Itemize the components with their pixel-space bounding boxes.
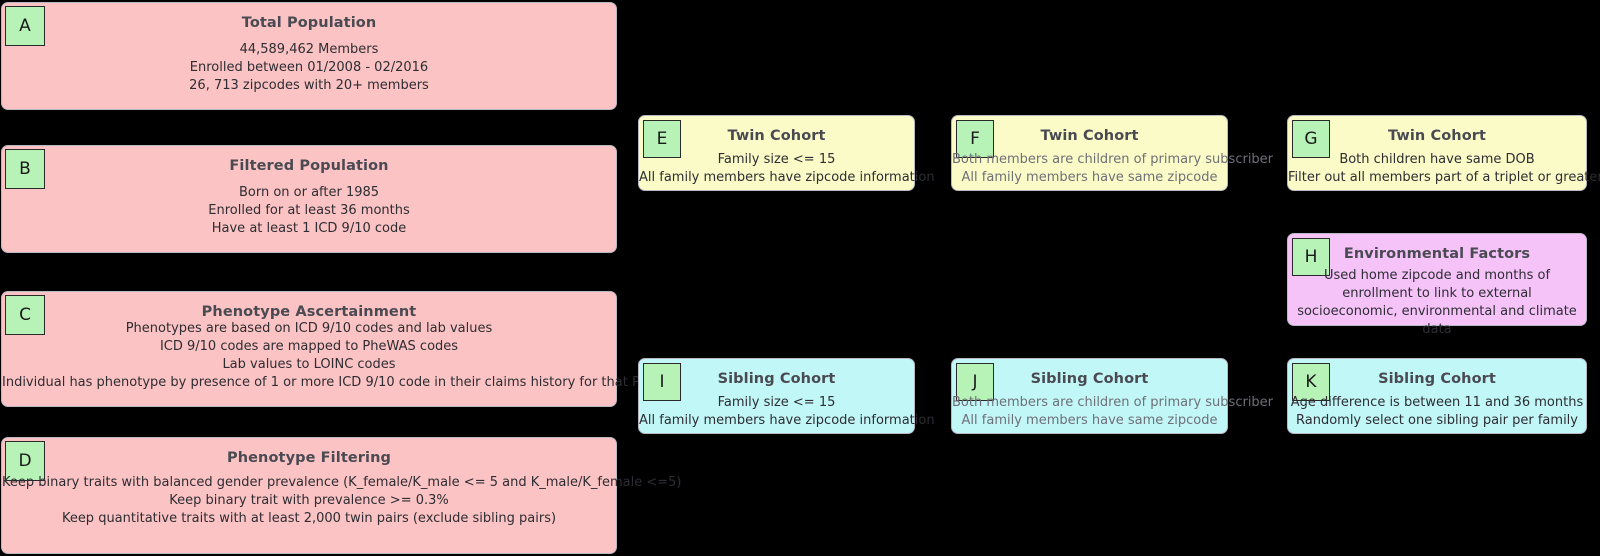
- panel-j-line-1: Both members are children of primary sub…: [952, 395, 1274, 410]
- panel-c-line-2: ICD 9/10 codes are mapped to PheWAS code…: [159, 339, 459, 354]
- panel-badge-i: I: [643, 363, 681, 401]
- panel-g-title: Twin Cohort: [1387, 128, 1487, 144]
- panel-g-body: Both children have same DOB Filter out a…: [1288, 151, 1600, 187]
- panel-j-line-2: All family members have same zipcode: [961, 413, 1218, 428]
- panel-c-line-1: Phenotypes are based on ICD 9/10 codes a…: [125, 321, 493, 336]
- panel-h-line-1: Used home zipcode and months of enrollme…: [1297, 268, 1577, 337]
- panel-k-body: Age difference is between 11 and 36 mont…: [1288, 394, 1586, 430]
- panel-d-title: Phenotype Filtering: [226, 450, 392, 466]
- panel-i-line-1: Family size <= 15: [717, 395, 836, 410]
- panel-badge-k: K: [1292, 363, 1330, 401]
- panel-a-title: Total Population: [241, 15, 377, 31]
- panel-g-line-1: Both children have same DOB: [1339, 152, 1535, 167]
- panel-badge-g: G: [1292, 120, 1330, 158]
- panel-c-line-4: Individual has phenotype by presence of …: [2, 375, 721, 390]
- panel-badge-d: D: [5, 441, 45, 481]
- panel-k-sibling-cohort[interactable]: K Sibling Cohort Age difference is betwe…: [1287, 358, 1587, 434]
- panel-f-line-2: All family members have same zipcode: [961, 170, 1218, 185]
- panel-i-line-2: All family members have zipcode informat…: [639, 413, 935, 428]
- panel-badge-c: C: [5, 295, 45, 335]
- panel-a-line-3: 26, 713 zipcodes with 20+ members: [189, 78, 429, 93]
- panel-d-body: Keep binary traits with balanced gender …: [2, 474, 682, 528]
- panel-j-sibling-cohort[interactable]: J Sibling Cohort Both members are childr…: [951, 358, 1274, 434]
- panel-j-body: Both members are children of primary sub…: [952, 394, 1274, 430]
- panel-badge-f: F: [956, 120, 994, 158]
- panel-h-environmental-factors[interactable]: H Environmental Factors Used home zipcod…: [1287, 233, 1587, 337]
- panel-k-title: Sibling Cohort: [1378, 371, 1496, 387]
- panel-a-line-2: Enrolled between 01/2008 - 02/2016: [189, 60, 429, 75]
- panel-d-line-1: Keep binary traits with balanced gender …: [2, 475, 682, 490]
- panel-badge-b: B: [5, 149, 45, 189]
- panel-e-line-2: All family members have zipcode informat…: [639, 170, 935, 185]
- panel-a-body: 44,589,462 Members Enrolled between 01/2…: [2, 41, 616, 95]
- panel-c-title: Phenotype Ascertainment: [201, 304, 417, 320]
- panel-c-line-3: Lab values to LOINC codes: [222, 357, 396, 372]
- panel-e-line-1: Family size <= 15: [717, 152, 836, 167]
- panel-k-line-2: Randomly select one sibling pair per fam…: [1296, 413, 1578, 428]
- panel-i-title: Sibling Cohort: [717, 371, 836, 387]
- panel-h-title: Environmental Factors: [1343, 246, 1531, 262]
- panel-d-line-2: Keep binary trait with prevalence >= 0.3…: [169, 493, 449, 508]
- panel-e-title: Twin Cohort: [727, 128, 826, 144]
- panel-h-body: Used home zipcode and months of enrollme…: [1296, 267, 1578, 339]
- panel-d-phenotype-filtering[interactable]: D Phenotype Filtering Keep binary traits…: [1, 437, 682, 554]
- panel-a-line-1: 44,589,462 Members: [239, 42, 379, 57]
- panel-k-line-1: Age difference is between 11 and 36 mont…: [1290, 395, 1584, 410]
- panel-badge-j: J: [956, 363, 994, 401]
- panel-f-line-1: Both members are children of primary sub…: [952, 152, 1274, 167]
- panel-g-line-2: Filter out all members part of a triplet…: [1288, 170, 1600, 185]
- panel-e-body: Family size <= 15 All family members hav…: [639, 151, 935, 187]
- panel-badge-e: E: [643, 120, 681, 158]
- panel-b-line-3: Have at least 1 ICD 9/10 code: [211, 221, 407, 236]
- panel-f-title: Twin Cohort: [1040, 128, 1139, 144]
- panel-b-title: Filtered Population: [229, 158, 389, 174]
- panel-c-phenotype-ascertainment[interactable]: C Phenotype Ascertainment Phenotypes are…: [1, 291, 721, 407]
- panel-a-total-population[interactable]: A Total Population 44,589,462 Members En…: [1, 2, 617, 110]
- panel-i-body: Family size <= 15 All family members hav…: [639, 394, 935, 430]
- panel-j-title: Sibling Cohort: [1030, 371, 1149, 387]
- panel-b-line-1: Born on or after 1985: [238, 185, 380, 200]
- panel-badge-a: A: [5, 6, 45, 46]
- panel-f-body: Both members are children of primary sub…: [952, 151, 1274, 187]
- panel-i-sibling-cohort[interactable]: I Sibling Cohort Family size <= 15 All f…: [638, 358, 935, 434]
- panel-g-twin-cohort[interactable]: G Twin Cohort Both children have same DO…: [1287, 115, 1600, 191]
- panel-badge-h: H: [1292, 238, 1330, 276]
- panel-b-filtered-population[interactable]: B Filtered Population Born on or after 1…: [1, 145, 617, 253]
- panel-f-twin-cohort[interactable]: F Twin Cohort Both members are children …: [951, 115, 1274, 191]
- panel-b-body: Born on or after 1985 Enrolled for at le…: [2, 184, 616, 238]
- panel-c-body: Phenotypes are based on ICD 9/10 codes a…: [2, 320, 721, 392]
- panel-e-twin-cohort[interactable]: E Twin Cohort Family size <= 15 All fami…: [638, 115, 935, 191]
- panel-d-line-3: Keep quantitative traits with at least 2…: [61, 511, 557, 526]
- panel-b-line-2: Enrolled for at least 36 months: [208, 203, 410, 218]
